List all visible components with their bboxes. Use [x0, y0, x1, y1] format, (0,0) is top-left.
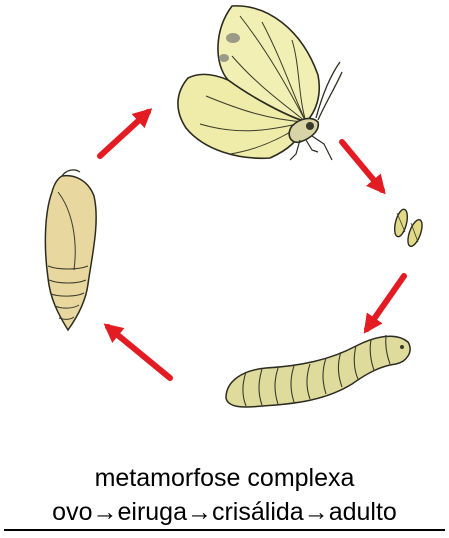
arrow-chrysalis-to-adult [100, 112, 148, 156]
caption-stage-sequence: ovo→eiruga→crisálida→adulto [0, 497, 449, 527]
arrow-eggs-to-caterpillar [367, 276, 404, 329]
stage-word-caterpillar: eiruga [117, 498, 187, 526]
arrow-caterpillar-to-chrysalis [108, 327, 170, 378]
chrysalis-icon [45, 170, 96, 330]
butterfly-icon [178, 6, 342, 160]
stage-word-egg: ovo [52, 498, 92, 526]
arrow-separator: → [304, 498, 329, 526]
eggs-icon [392, 208, 425, 248]
caterpillar-icon [226, 335, 410, 407]
stage-word-adult: adulto [329, 498, 397, 526]
arrow-separator: → [187, 498, 212, 526]
stage-word-chrysalis: crisálida [212, 498, 304, 526]
arrow-adult-to-eggs [342, 142, 382, 190]
caption-title: metamorfose complexa [0, 463, 449, 493]
caption-underline [4, 529, 445, 531]
arrow-separator: → [92, 498, 117, 526]
